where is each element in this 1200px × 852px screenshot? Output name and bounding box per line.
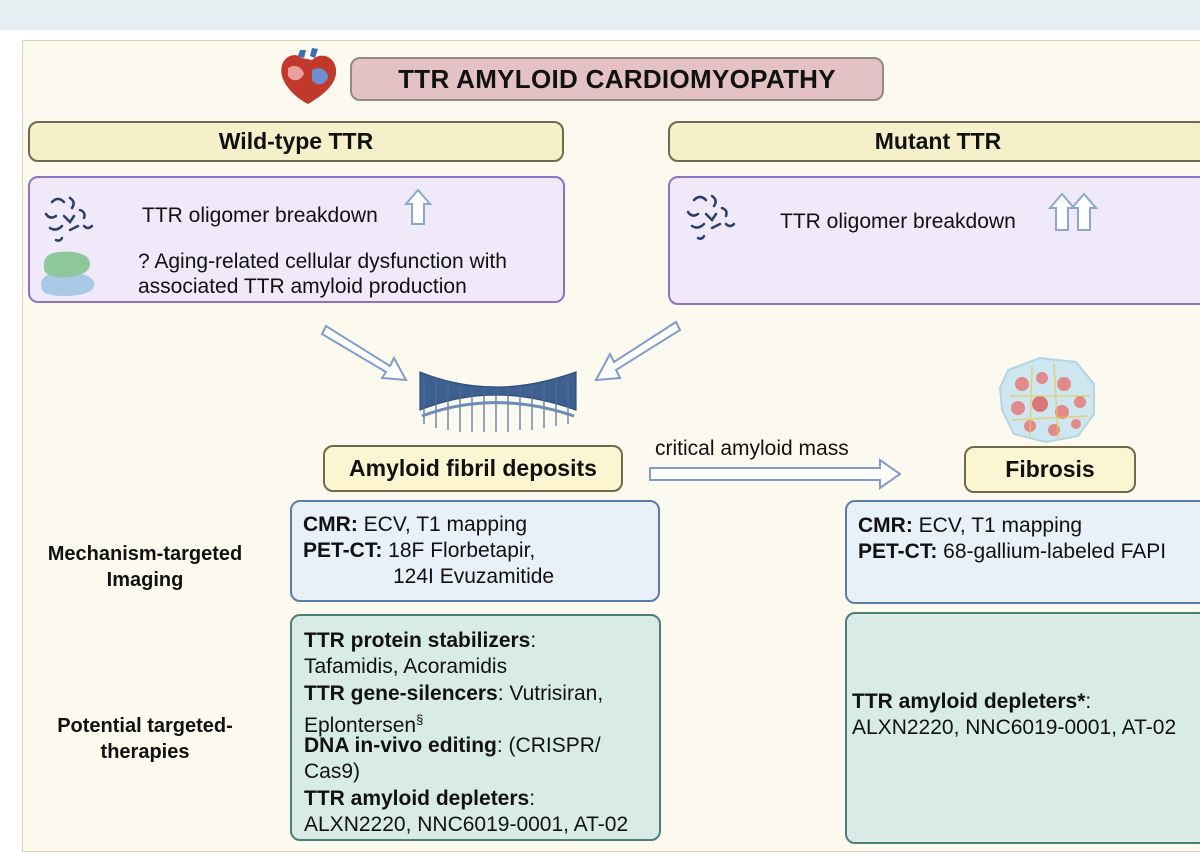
therapy-left-box xyxy=(290,614,661,841)
therapy-stabilizers: TTR protein stabilizers: xyxy=(304,628,536,654)
therapy-row-label-line1: Potential targeted- xyxy=(57,715,233,737)
imaging-row-label: Mechanism-targeted Imaging xyxy=(22,541,268,593)
therapy-row-label: Potential targeted- therapies xyxy=(22,713,268,765)
therapy-dna-editing-2: Cas9) xyxy=(304,760,361,783)
pet-label: PET-CT: xyxy=(303,539,383,562)
diagram-title: TTR AMYLOID CARDIOMYOPATHY xyxy=(350,57,884,101)
therapy-silencers-2: Eplontersen§ xyxy=(304,707,423,739)
fibrosis-label: Fibrosis xyxy=(964,446,1136,493)
silencers-value-2: Eplontersen xyxy=(304,714,417,737)
mutant-oligomer-text: TTR oligomer breakdown xyxy=(780,210,1016,233)
wild-type-mechanism-box xyxy=(28,176,565,303)
therapy-dna-editing: DNA in-vivo editing: (CRISPR/ xyxy=(304,733,601,759)
imaging-right-cmr: CMR: ECV, T1 mapping xyxy=(858,513,1082,539)
therapy-row-label-line2: therapies xyxy=(100,741,190,763)
stabilizers-colon: : xyxy=(530,629,537,652)
cmr-label: CMR: xyxy=(303,513,358,536)
critical-mass-label: critical amyloid mass xyxy=(655,437,849,460)
therapy-stabilizers-drugs: Tafamidis, Acoramidis xyxy=(304,655,508,678)
therapy-depleters: TTR amyloid depleters: xyxy=(304,786,535,812)
therapy-right-depleters-drugs: ALXN2220, NNC6019-0001, AT-02 xyxy=(852,716,1177,739)
depleters-colon-right: : xyxy=(1085,690,1092,713)
mutant-header: Mutant TTR xyxy=(668,121,1200,162)
amyloid-deposits-label: Amyloid fibril deposits xyxy=(323,445,623,492)
pet-value-right: 68-gallium-labeled FAPI xyxy=(937,540,1167,563)
depleters-label: TTR amyloid depleters xyxy=(304,787,530,810)
cmr-label-right: CMR: xyxy=(858,514,913,537)
wild-type-aging-text-2: associated TTR amyloid production xyxy=(138,275,467,298)
therapy-right-depleters: TTR amyloid depleters*: xyxy=(852,689,1091,715)
therapy-silencers: TTR gene-silencers: Vutrisiran, xyxy=(304,681,603,707)
dna-label: DNA in-vivo editing xyxy=(304,734,497,757)
wild-type-oligomer-text: TTR oligomer breakdown xyxy=(142,204,378,227)
imaging-left-box xyxy=(290,500,660,602)
cmr-value: ECV, T1 mapping xyxy=(357,513,528,536)
depleters-colon: : xyxy=(529,787,536,810)
mutant-mechanism-box xyxy=(668,176,1200,305)
stabilizers-label: TTR protein stabilizers xyxy=(304,629,531,652)
wild-type-header: Wild-type TTR xyxy=(28,121,564,162)
wild-type-aging-text: ? Aging-related cellular dysfunction wit… xyxy=(138,250,507,273)
top-bar xyxy=(0,0,1200,30)
depleters-label-right: TTR amyloid depleters* xyxy=(852,690,1086,713)
therapy-right-box xyxy=(845,612,1200,844)
imaging-right-box xyxy=(845,500,1200,604)
dna-value: : (CRISPR/ xyxy=(496,734,601,757)
imaging-left-pet: PET-CT: 18F Florbetapir, xyxy=(303,538,535,564)
imaging-left-cmr: CMR: ECV, T1 mapping xyxy=(303,512,527,538)
silencers-value: : Vutrisiran, xyxy=(497,682,604,705)
pet-value: 18F Florbetapir, xyxy=(382,539,536,562)
silencers-label: TTR gene-silencers xyxy=(304,682,498,705)
silencers-mark: § xyxy=(416,712,424,727)
imaging-row-label-line1: Mechanism-targeted xyxy=(47,543,243,565)
therapy-depleters-drugs: ALXN2220, NNC6019-0001, AT-02 xyxy=(304,813,629,836)
imaging-row-label-line2: Imaging xyxy=(106,569,184,591)
imaging-right-pet: PET-CT: 68-gallium-labeled FAPI xyxy=(858,539,1166,565)
pet-label-right: PET-CT: xyxy=(858,540,938,563)
imaging-left-pet-2: 124I Evuzamitide xyxy=(393,565,555,588)
cmr-value-right: ECV, T1 mapping xyxy=(912,514,1083,537)
